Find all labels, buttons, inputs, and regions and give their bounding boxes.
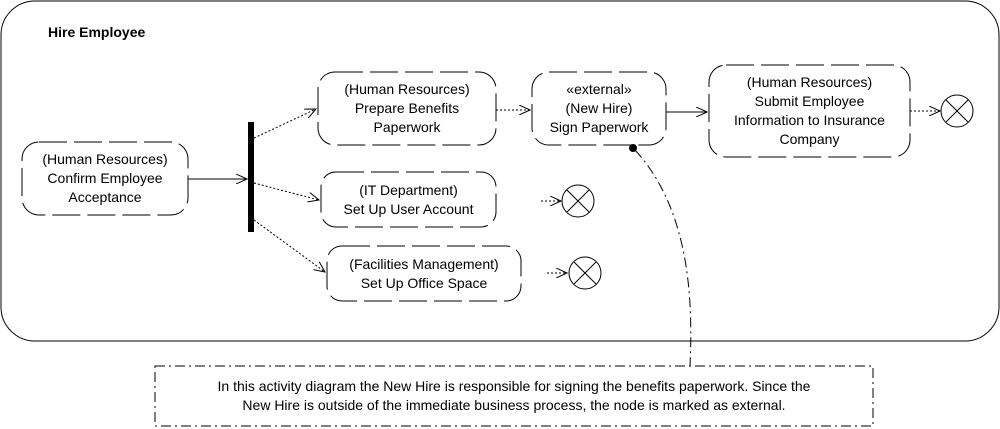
- node-line: Paperwork: [373, 119, 441, 135]
- node-line: Confirm Employee: [47, 170, 163, 186]
- action-setup-office[interactable]: (Facilities Management) Set Up Office Sp…: [327, 246, 521, 301]
- node-line: Prepare Benefits: [354, 100, 460, 116]
- note-line: New Hire is outside of the immediate bus…: [242, 397, 786, 413]
- prepare-benefits-box: [317, 71, 497, 146]
- flow-final-icon: [568, 256, 602, 290]
- note-text: In this activity diagram the New Hire is…: [158, 377, 870, 415]
- flow-fork-to-benefits: [253, 109, 316, 139]
- flow-final-icon: [940, 94, 974, 128]
- note-line: In this activity diagram the New Hire is…: [217, 378, 811, 394]
- node-line: Company: [779, 131, 840, 147]
- action-submit-insurance[interactable]: (Human Resources) Submit Employee Inform…: [709, 65, 910, 157]
- fork-bar: [248, 122, 254, 232]
- activity-frame: [0, 0, 1000, 342]
- sign-paperwork-box: [531, 71, 667, 146]
- node-line: Sign Paperwork: [549, 119, 649, 135]
- node-line: (IT Department): [359, 181, 458, 198]
- action-setup-account[interactable]: (IT Department) Set Up User Account: [321, 172, 496, 227]
- node-line: (Human Resources): [344, 81, 470, 97]
- note-anchor-line: [634, 149, 692, 367]
- setup-office-box: [326, 245, 522, 302]
- node-line: Set Up Office Space: [360, 274, 488, 291]
- node-stereotype: «external»: [566, 81, 632, 97]
- activity-title: Hire Employee: [48, 24, 146, 40]
- node-line: (Human Resources): [746, 74, 873, 90]
- node-line: (Human Resources): [42, 151, 168, 167]
- flow-fork-to-account: [253, 182, 319, 200]
- node-line: Information to Insurance: [734, 112, 885, 128]
- node-line: (Facilities Management): [349, 255, 499, 272]
- note-box: [154, 365, 874, 427]
- node-line: Set Up User Account: [343, 200, 474, 217]
- flow-fork-to-office: [253, 219, 325, 272]
- node-line: Acceptance: [68, 189, 142, 205]
- action-confirm-acceptance[interactable]: (Human Resources) Confirm Employee Accep…: [22, 142, 188, 215]
- action-sign-paperwork[interactable]: «external» (New Hire) Sign Paperwork: [532, 72, 666, 145]
- action-prepare-benefits[interactable]: (Human Resources) Prepare Benefits Paper…: [318, 72, 496, 145]
- flow-final-icon: [561, 184, 595, 218]
- node-line: Submit Employee: [754, 93, 865, 109]
- setup-account-box: [320, 171, 497, 228]
- node-line: (New Hire): [565, 100, 633, 116]
